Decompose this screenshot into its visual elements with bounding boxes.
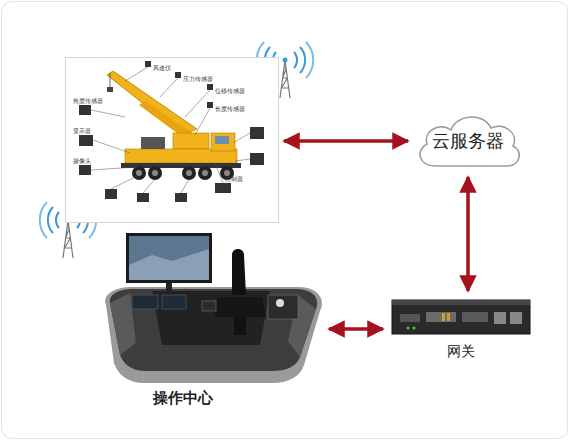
- gateway-device: [392, 300, 530, 334]
- double-arrow: [466, 177, 470, 291]
- part-label: 摄像头: [73, 157, 91, 164]
- part-label: 显示器: [73, 127, 91, 134]
- crane-panel: 风速仪压力传感器位移传感器长度传感器 角度传感器显示器控制器 摄像头: [65, 57, 279, 223]
- crane-panel-art: [65, 57, 279, 223]
- console-illustration: [105, 233, 322, 383]
- leader-lines: [91, 67, 250, 193]
- operation-center: 操作中心: [92, 225, 324, 411]
- double-arrow: [284, 139, 408, 143]
- operation-center-art: [92, 225, 324, 411]
- cloud-server: 云服务器: [413, 110, 523, 172]
- gateway: 网关: [388, 296, 534, 362]
- part-label: 压力传感器: [183, 75, 213, 82]
- node-label: 操作中心: [120, 388, 246, 408]
- node-label: 云服务器: [413, 130, 523, 152]
- part-label: 控制器: [225, 175, 243, 182]
- sensor-icons: [79, 61, 264, 202]
- part-label: 位移传感器: [215, 87, 245, 94]
- double-arrow: [329, 327, 383, 331]
- part-label: 长度传感器: [215, 105, 245, 112]
- part-label: 风速仪: [153, 64, 171, 71]
- node-label: 网关: [388, 342, 534, 360]
- part-label: 角度传感器: [73, 97, 103, 104]
